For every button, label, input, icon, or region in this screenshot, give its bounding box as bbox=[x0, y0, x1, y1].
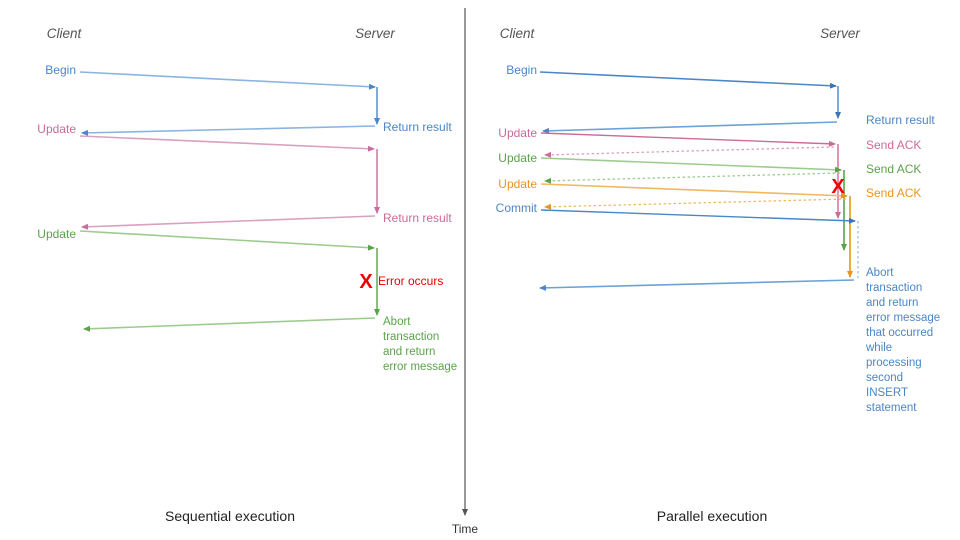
message-arrow-commit bbox=[540, 209, 856, 224]
panel-sequential: Client Server Begin Update Update Return… bbox=[37, 26, 457, 524]
message-arrow-abort-green bbox=[83, 317, 376, 332]
panel-parallel: Client Server X Begin bbox=[496, 26, 940, 524]
client-message-label-update-3-parallel: Update bbox=[498, 177, 537, 191]
time-axis-label: Time bbox=[452, 522, 479, 536]
abort-note-parallel-line-10: statement bbox=[866, 402, 917, 414]
message-arrow-begin-parallel bbox=[539, 71, 837, 89]
ack-arrow-pink bbox=[544, 146, 835, 158]
message-arrow-begin bbox=[79, 71, 376, 90]
client-message-label-update-1-parallel: Update bbox=[498, 126, 537, 140]
abort-note-line-1: Abort bbox=[383, 316, 411, 328]
panel-caption-parallel: Parallel execution bbox=[657, 508, 768, 524]
server-message-label-send-ack-2: Send ACK bbox=[866, 162, 921, 176]
error-x-icon-parallel: X bbox=[831, 176, 845, 198]
abort-note-parallel-line-5: that occurred bbox=[866, 327, 933, 339]
message-arrow-abort-blue bbox=[539, 279, 855, 291]
message-arrow-update-green bbox=[79, 230, 375, 251]
abort-note-parallel-line-9: INSERT bbox=[866, 387, 908, 399]
message-arrow-update-pink bbox=[79, 135, 375, 152]
client-message-label-begin: Begin bbox=[45, 63, 76, 77]
client-message-label-commit: Commit bbox=[496, 201, 538, 215]
error-x-icon: X bbox=[359, 271, 373, 293]
server-message-label-send-ack-1: Send ACK bbox=[866, 138, 921, 152]
message-arrow-update-pink-parallel bbox=[540, 132, 836, 147]
client-lifeline-label-parallel: Client bbox=[500, 26, 536, 41]
time-axis: Time bbox=[452, 8, 479, 536]
server-lifeline-label-parallel: Server bbox=[820, 26, 860, 41]
abort-note-parallel-line-6: while bbox=[865, 342, 892, 354]
client-lifeline-label: Client bbox=[47, 26, 83, 41]
abort-note-parallel-line-4: error message bbox=[866, 312, 940, 324]
client-message-label-update-2: Update bbox=[37, 227, 76, 241]
abort-note-sequential: Abort transaction and return error messa… bbox=[383, 316, 457, 373]
abort-note-parallel-line-8: second bbox=[866, 372, 903, 384]
message-arrow-return-result-blue bbox=[81, 125, 376, 136]
abort-note-parallel-line-3: and return bbox=[866, 297, 918, 309]
client-message-label-begin-parallel: Begin bbox=[506, 63, 537, 77]
server-lifeline-label: Server bbox=[355, 26, 395, 41]
message-arrow-update-green-parallel bbox=[540, 157, 842, 173]
abort-note-parallel-line-7: processing bbox=[866, 357, 922, 369]
message-arrow-return-result-blue-parallel bbox=[542, 121, 838, 134]
abort-note-parallel-line-1: Abort bbox=[866, 267, 894, 279]
abort-note-parallel-line-2: transaction bbox=[866, 282, 922, 294]
panel-caption-sequential: Sequential execution bbox=[165, 508, 295, 524]
abort-note-line-4: error message bbox=[383, 361, 457, 373]
client-message-label-update-1: Update bbox=[37, 122, 76, 136]
ack-arrow-orange bbox=[544, 198, 847, 210]
abort-note-parallel: Abort transaction and return error messa… bbox=[865, 267, 940, 414]
abort-note-line-2: transaction bbox=[383, 331, 439, 343]
server-message-label-return-result-1: Return result bbox=[383, 120, 452, 134]
server-message-label-send-ack-3: Send ACK bbox=[866, 186, 921, 200]
ack-arrow-green bbox=[544, 172, 841, 184]
client-message-label-update-2-parallel: Update bbox=[498, 151, 537, 165]
abort-note-line-3: and return bbox=[383, 346, 435, 358]
error-occurs-label: Error occurs bbox=[378, 274, 443, 288]
message-arrow-update-orange-parallel bbox=[540, 183, 848, 199]
server-message-label-return-result-parallel: Return result bbox=[866, 113, 935, 127]
server-message-label-return-result-2: Return result bbox=[383, 211, 452, 225]
message-arrow-return-result-pink bbox=[81, 215, 376, 230]
